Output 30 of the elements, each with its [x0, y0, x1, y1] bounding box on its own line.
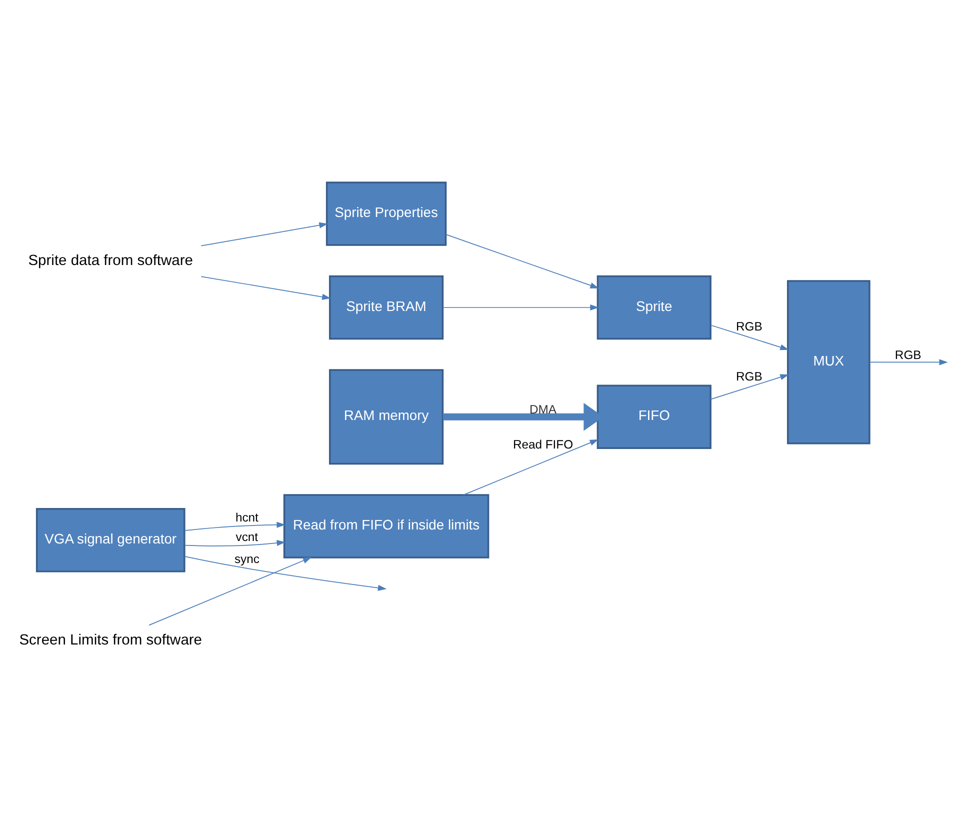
edge-label: RGB — [736, 370, 762, 384]
node-box: FIFO — [596, 384, 712, 450]
edge-label: hcnt — [235, 510, 258, 524]
arrow — [869, 359, 948, 366]
arrow — [200, 222, 328, 246]
edge-label: Read FIFO — [512, 437, 574, 452]
node-box: Read from FIFO if inside limits — [283, 494, 490, 558]
arrow — [445, 234, 599, 288]
arrow — [710, 374, 789, 400]
arrow — [148, 557, 312, 626]
node-box: Sprite BRAM — [328, 275, 444, 340]
node-box: Sprite Properties — [326, 182, 447, 246]
node-box: VGA signal generator — [36, 508, 186, 572]
arrow — [200, 276, 331, 300]
node-text: Sprite data from software — [28, 253, 194, 270]
edge-label: DMA — [530, 402, 556, 417]
edge-label: RGB — [736, 319, 762, 334]
arrow — [462, 439, 599, 496]
node-text: Screen Limits from software — [19, 632, 202, 648]
arrow — [442, 304, 599, 311]
arrow — [184, 540, 286, 546]
node-box: RAM memory — [328, 369, 444, 465]
node-box: Sprite — [596, 275, 712, 340]
arrow — [184, 522, 286, 531]
node-box: MUX — [786, 280, 870, 444]
edge-label: sync — [234, 552, 260, 566]
arrow — [184, 556, 387, 591]
edge-label: RGB — [894, 348, 922, 362]
arrow — [710, 324, 789, 350]
edge-label: vcnt — [236, 530, 258, 544]
